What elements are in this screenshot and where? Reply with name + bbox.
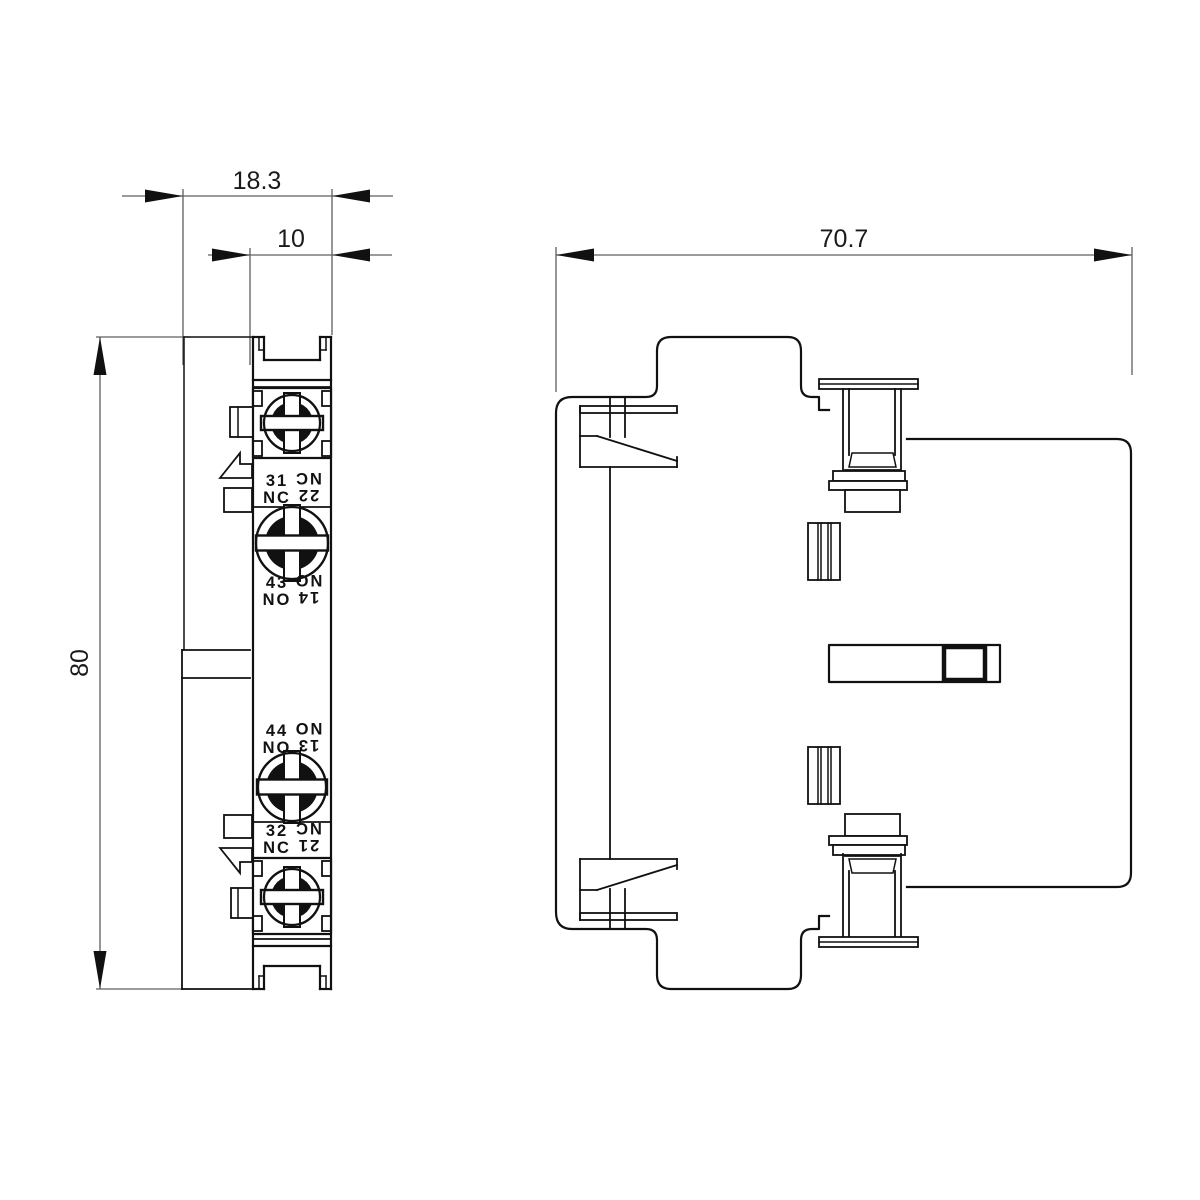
back-plate [181,336,254,990]
arrowhead [332,189,370,203]
terminal-3-left-line-2: NO [263,739,292,757]
terminal-1-left-line-2: NC [263,489,291,507]
terminal-block-1 [251,386,333,460]
side-view [554,335,1133,991]
spring-clip-bottom [218,847,253,876]
terminal-label-row-1: 31 NC 22 NC [263,469,322,507]
dim-width-overall-label: 18.3 [233,167,282,195]
terminal-3-right-line-1: 13 [297,736,319,754]
terminal-3-left-line-1: 44 [266,722,288,740]
clamp-top [818,378,919,513]
arrowhead [212,248,250,262]
arrowhead [93,951,107,989]
dim-height-label: 80 [66,649,94,677]
terminal-2-left-line-2: NO [263,591,292,609]
screw-terminal-1 [259,392,325,454]
side-outline-right [905,437,1133,889]
arrowhead [145,189,183,203]
vent-slot-top [807,522,841,581]
side-outline-left [554,335,831,991]
din-clip-top [579,396,679,468]
latch-bar [827,643,1002,684]
front-view: 31 NC 22 NC 43 NO 14 NO 44 NO 13 [181,335,333,991]
terminal-block-4 [251,856,333,936]
dim-depth-label: 70.7 [820,225,869,253]
arrowhead [1094,248,1132,262]
arrowhead [556,248,594,262]
arrowhead [93,337,107,375]
terminal-4-left-line-1: 32 [266,822,288,840]
dimension-height: 80 [66,336,190,990]
terminal-label-row-3: 44 NO 13 NO [263,719,323,757]
terminal-2-right-line-1: 14 [297,588,319,606]
screw-terminal-4 [259,866,325,928]
dimension-width-inner: 10 [208,225,392,365]
terminal-4-right-line-1: 21 [297,836,319,854]
screw-terminal-3 [255,750,329,824]
mounting-tabs [218,406,254,919]
terminal-1-right-line-2: NC [294,469,322,487]
terminal-1-left-line-1: 31 [266,472,288,490]
clamp-bottom [818,813,919,948]
terminal-4-right-line-2: NC [294,819,322,837]
spring-clip-top [218,450,253,479]
dimension-depth: 70.7 [555,225,1133,392]
dimension-width-overall: 18.3 [122,167,393,365]
terminal-label-row-4: 32 NC 21 NC [263,819,322,857]
terminal-labels: 31 NC 22 NC 43 NO 14 NO 44 NO 13 [263,469,323,857]
arrowhead [332,248,370,262]
vent-slot-bottom [807,746,841,805]
terminal-4-left-line-2: NC [263,839,291,857]
terminal-1-right-line-1: 22 [297,486,319,504]
screw-terminal-2 [254,504,330,582]
terminal-2-left-line-1: 43 [266,574,288,592]
terminal-label-row-2: 43 NO 14 NO [263,571,323,609]
terminal-3-right-line-2: NO [294,719,323,737]
din-clip-bottom [579,858,679,930]
dim-width-inner-label: 10 [277,225,305,253]
terminal-2-right-line-2: NO [294,571,323,589]
